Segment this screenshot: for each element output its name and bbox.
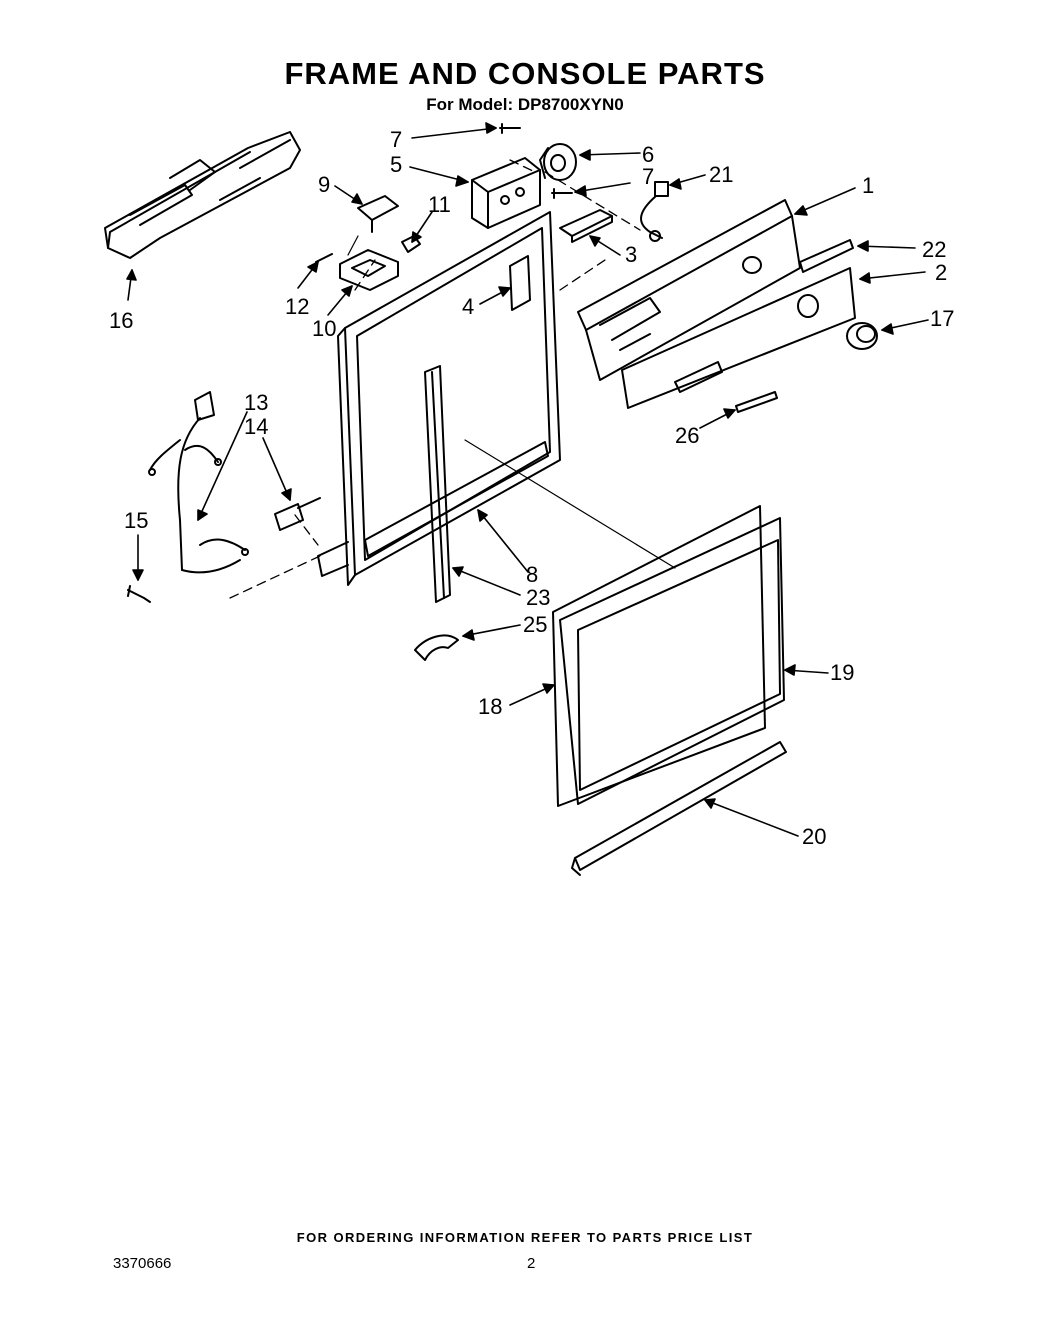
callout-26: 26 xyxy=(675,423,699,448)
page-title: FRAME AND CONSOLE PARTS xyxy=(284,56,766,91)
part-1-console xyxy=(577,199,801,381)
part-23-trim-strip xyxy=(424,365,451,603)
part-2-control-panel xyxy=(621,267,856,409)
callout-12: 12 xyxy=(285,294,309,319)
callout-13: 13 xyxy=(244,390,268,415)
part-5-timer xyxy=(471,157,541,229)
part-14-connector xyxy=(274,497,321,531)
document-number: 3370666 xyxy=(113,1255,172,1272)
assembly-lines xyxy=(347,235,676,569)
callout-25: 25 xyxy=(523,612,547,637)
callout-15: 15 xyxy=(124,508,148,533)
callout-1: 1 xyxy=(862,173,874,198)
part-13-wire-harness xyxy=(148,391,249,574)
part-3-bracket xyxy=(559,209,613,243)
callout-labels: 7 5 6 7 21 1 22 2 17 3 9 11 12 10 4 16 1… xyxy=(109,127,954,849)
page-number: 2 xyxy=(527,1255,536,1272)
part-18-door-panel xyxy=(552,505,766,807)
ordering-note: FOR ORDERING INFORMATION REFER TO PARTS … xyxy=(296,1230,754,1245)
part-4-door-frame xyxy=(317,211,561,586)
callout-9: 9 xyxy=(318,172,330,197)
callout-10: 10 xyxy=(312,316,336,341)
part-17-knob xyxy=(846,322,878,350)
callout-11: 11 xyxy=(428,192,451,217)
callout-20: 20 xyxy=(802,824,826,849)
callout-5: 5 xyxy=(390,152,402,177)
callout-22: 22 xyxy=(922,237,946,262)
part-26-indicator xyxy=(735,391,778,413)
callout-16: 16 xyxy=(109,308,133,333)
callout-6: 6 xyxy=(642,142,654,167)
callout-7-upper: 7 xyxy=(390,127,402,152)
callout-leaders xyxy=(126,122,929,837)
callout-8: 8 xyxy=(526,562,538,587)
callout-7-lower: 7 xyxy=(642,164,654,189)
part-12-pin xyxy=(315,253,333,263)
callout-23: 23 xyxy=(526,585,550,610)
callout-18: 18 xyxy=(478,694,502,719)
part-9-switch xyxy=(357,195,399,233)
callout-21: 21 xyxy=(709,162,733,187)
part-22-strip xyxy=(799,239,854,273)
part-6-timer-knob xyxy=(539,143,577,181)
part-21-wire-lead xyxy=(640,181,669,242)
part-16-top-cover xyxy=(104,131,301,259)
dashed-assembly-lines xyxy=(229,159,641,599)
callout-17: 17 xyxy=(930,306,954,331)
callout-14: 14 xyxy=(244,414,268,439)
part-8-bottom-rail xyxy=(364,441,549,557)
part-15-screw xyxy=(127,585,151,603)
callout-2: 2 xyxy=(935,260,947,285)
part-20-bottom-trim xyxy=(571,741,787,876)
part-25-clip xyxy=(414,634,459,661)
callout-19: 19 xyxy=(830,660,854,685)
part-10-holder xyxy=(339,249,399,291)
part-7-screws xyxy=(499,123,573,199)
part-19-front-panel xyxy=(559,517,785,805)
callout-4: 4 xyxy=(462,294,474,319)
callout-3: 3 xyxy=(625,242,637,267)
part-11-clip xyxy=(401,235,421,253)
model-subtitle: For Model: DP8700XYN0 xyxy=(426,95,624,114)
